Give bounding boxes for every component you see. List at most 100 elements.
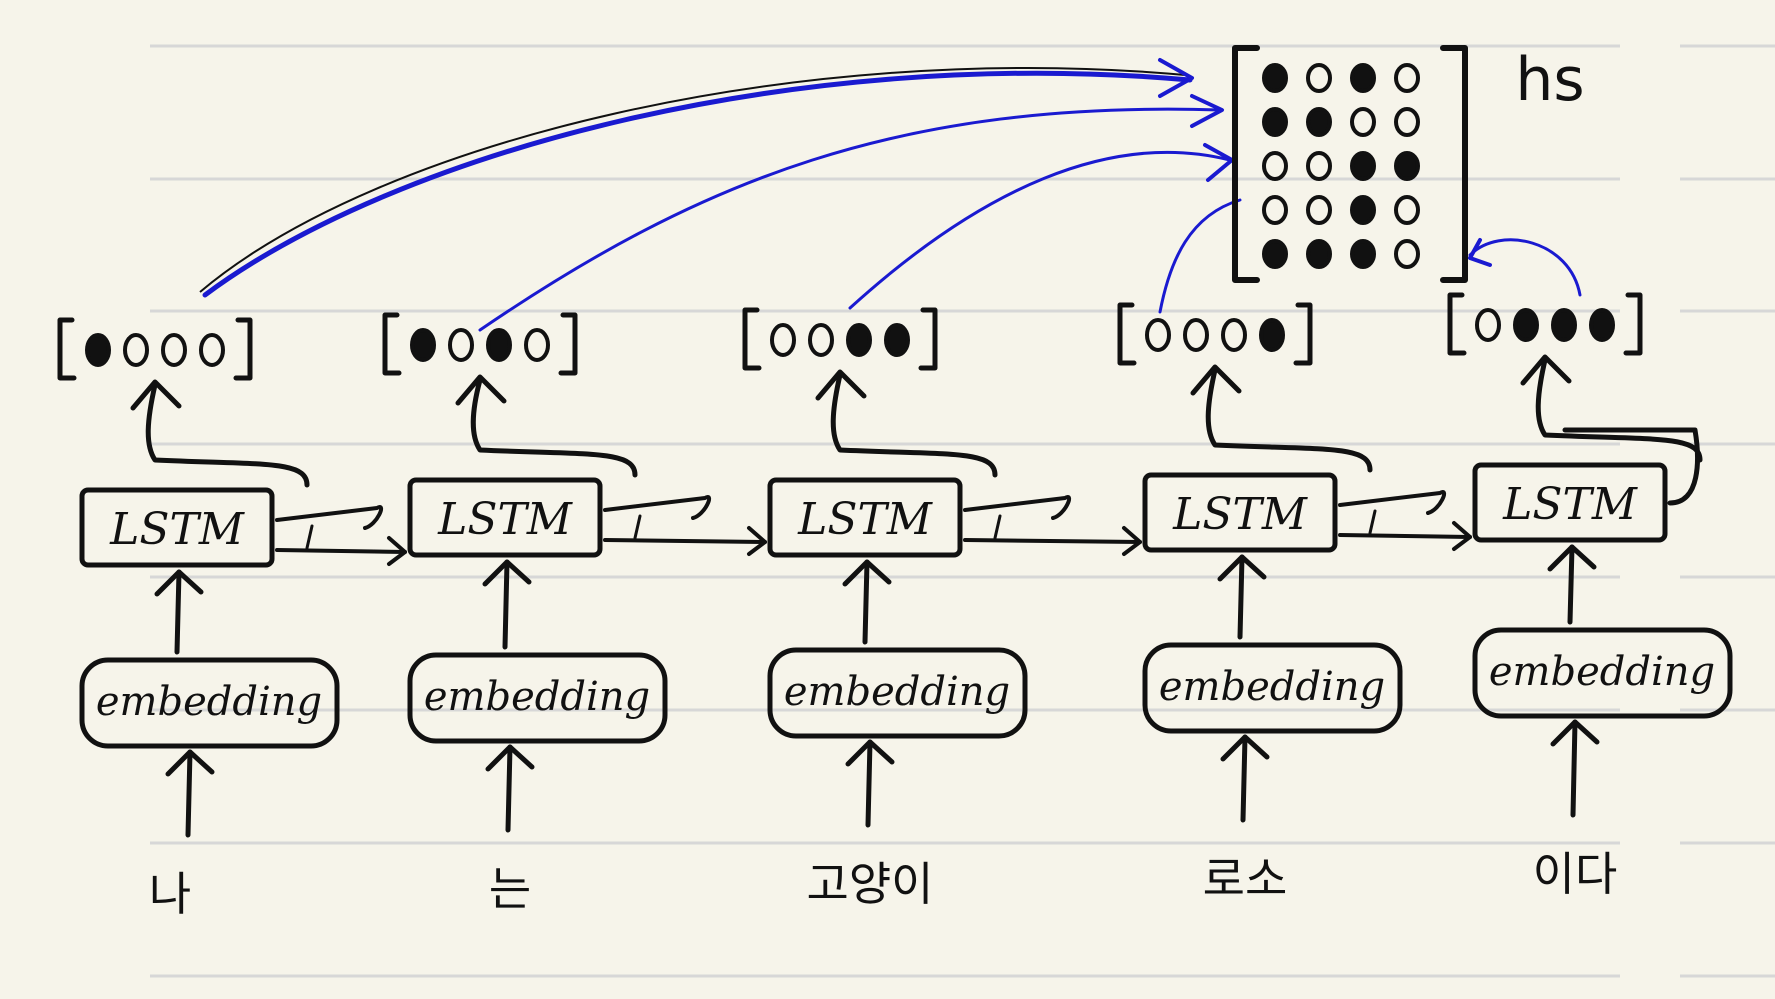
matrix-bracket-right <box>1440 45 1468 283</box>
empty-dot-icon <box>1262 195 1288 225</box>
vector-bracket-left <box>57 317 77 381</box>
lstm-output-arrow <box>1562 427 1700 506</box>
lstm-box <box>79 487 275 568</box>
vector-bracket-right <box>233 317 253 381</box>
lstm-box <box>767 477 963 558</box>
empty-dot-icon <box>1394 195 1420 225</box>
arrowhead-icon <box>1520 354 1572 386</box>
input-token: 이다 <box>1533 847 1618 901</box>
lstm-output-arrow <box>1535 357 1703 463</box>
cell-state-arrow <box>1338 490 1447 515</box>
empty-dot-icon <box>1221 318 1247 352</box>
hidden-state-arrows <box>199 58 1582 332</box>
hidden-state-arrow <box>603 538 767 544</box>
arrowhead-icon <box>154 569 204 597</box>
arrow-up-icon <box>174 569 182 655</box>
empty-dot-icon <box>1145 318 1171 352</box>
arrowhead-icon <box>1158 58 1194 98</box>
vector-bracket-right <box>558 312 578 376</box>
vector-bracket-right <box>918 307 938 371</box>
lstm-box <box>407 477 603 558</box>
hidden-state-arrow <box>963 538 1142 544</box>
arrowhead-icon <box>815 369 867 401</box>
lstm-output-arrow <box>145 382 310 488</box>
filled-dot-icon <box>846 323 872 357</box>
arrow-up-icon <box>1570 719 1578 818</box>
empty-dot-icon <box>1183 318 1209 352</box>
cell-tick <box>1368 509 1377 535</box>
vector-bracket-left <box>1117 302 1137 366</box>
filled-dot-icon <box>1551 308 1577 342</box>
filled-dot-icon <box>1262 63 1288 93</box>
lstm-label: LSTM <box>1502 479 1638 530</box>
hs-label: hs <box>1515 45 1584 115</box>
arrowhead-icon <box>387 536 407 566</box>
embedding-label: embedding <box>1159 664 1385 710</box>
vector-bracket-left <box>1447 292 1467 356</box>
arrowhead-icon <box>1190 364 1242 396</box>
lstm-output-arrow <box>830 372 998 478</box>
timestep-columns: 나embeddingLSTM는embeddingLSTM고양이embedding… <box>57 292 1733 921</box>
filled-dot-icon <box>1350 151 1376 181</box>
cell-state-arrow <box>275 505 384 530</box>
encoder-to-hs-arrow <box>199 67 1186 293</box>
input-token: 나 <box>149 867 191 921</box>
filled-dot-icon <box>1259 318 1285 352</box>
filled-dot-icon <box>1262 107 1288 137</box>
embedding-box <box>79 657 340 749</box>
cell-tick <box>633 514 642 540</box>
empty-dot-icon <box>1475 308 1501 342</box>
empty-dot-icon <box>1306 195 1332 225</box>
arrow-up-icon <box>185 749 193 838</box>
empty-dot-icon <box>448 328 474 362</box>
embedding-label: embedding <box>1489 649 1715 695</box>
arrowhead-icon <box>1550 719 1600 747</box>
arrowhead-icon <box>1468 238 1492 267</box>
filled-dot-icon <box>1306 107 1332 137</box>
arrowhead-icon <box>1547 544 1597 572</box>
arrowhead-icon <box>842 559 892 587</box>
lstm-label: LSTM <box>797 494 933 545</box>
filled-dot-icon <box>410 328 436 362</box>
empty-dot-icon <box>1262 151 1288 181</box>
lstm-output-arrow <box>470 377 638 478</box>
embedding-label: embedding <box>424 674 650 720</box>
arrow-up-icon <box>502 559 510 650</box>
lstm-label: LSTM <box>437 494 573 545</box>
timestep-column: 로소 embedding LSTM <box>1117 302 1472 906</box>
empty-dot-icon <box>1350 107 1376 137</box>
input-token: 로소 <box>1203 852 1288 906</box>
filled-dot-icon <box>1350 195 1376 225</box>
arrowhead-icon <box>1217 554 1267 582</box>
empty-dot-icon <box>524 328 550 362</box>
arrowhead-icon <box>455 374 507 406</box>
arrow-up-icon <box>862 559 870 645</box>
cell-state-arrow <box>603 495 712 520</box>
lstm-label: LSTM <box>1172 489 1308 540</box>
filled-dot-icon <box>1350 63 1376 93</box>
encoder-to-hs-arrow <box>1158 198 1242 314</box>
encoder-to-hs-arrow <box>478 107 1222 332</box>
arrow-up-icon <box>1237 554 1245 640</box>
empty-dot-icon <box>161 333 187 367</box>
matrix-bracket-left <box>1232 45 1260 283</box>
empty-dot-icon <box>1394 63 1420 93</box>
empty-dot-icon <box>770 323 796 357</box>
arrowhead-icon <box>1122 526 1142 556</box>
arrowhead-icon <box>482 559 532 587</box>
empty-dot-icon <box>1306 151 1332 181</box>
arrow-up-icon <box>865 739 873 828</box>
lstm-output-arrow <box>1205 367 1373 473</box>
arrowhead-icon <box>1220 734 1270 762</box>
vector-bracket-left <box>382 312 402 376</box>
arrowhead-icon <box>1190 94 1224 128</box>
cell-state-arrow <box>963 495 1072 520</box>
arrow-up-icon <box>505 744 513 833</box>
vector-bracket-right <box>1623 292 1643 356</box>
lstm-label: LSTM <box>109 504 245 555</box>
filled-dot-icon <box>1589 308 1615 342</box>
vector-bracket-right <box>1293 302 1313 366</box>
lstm-box <box>1142 472 1338 553</box>
